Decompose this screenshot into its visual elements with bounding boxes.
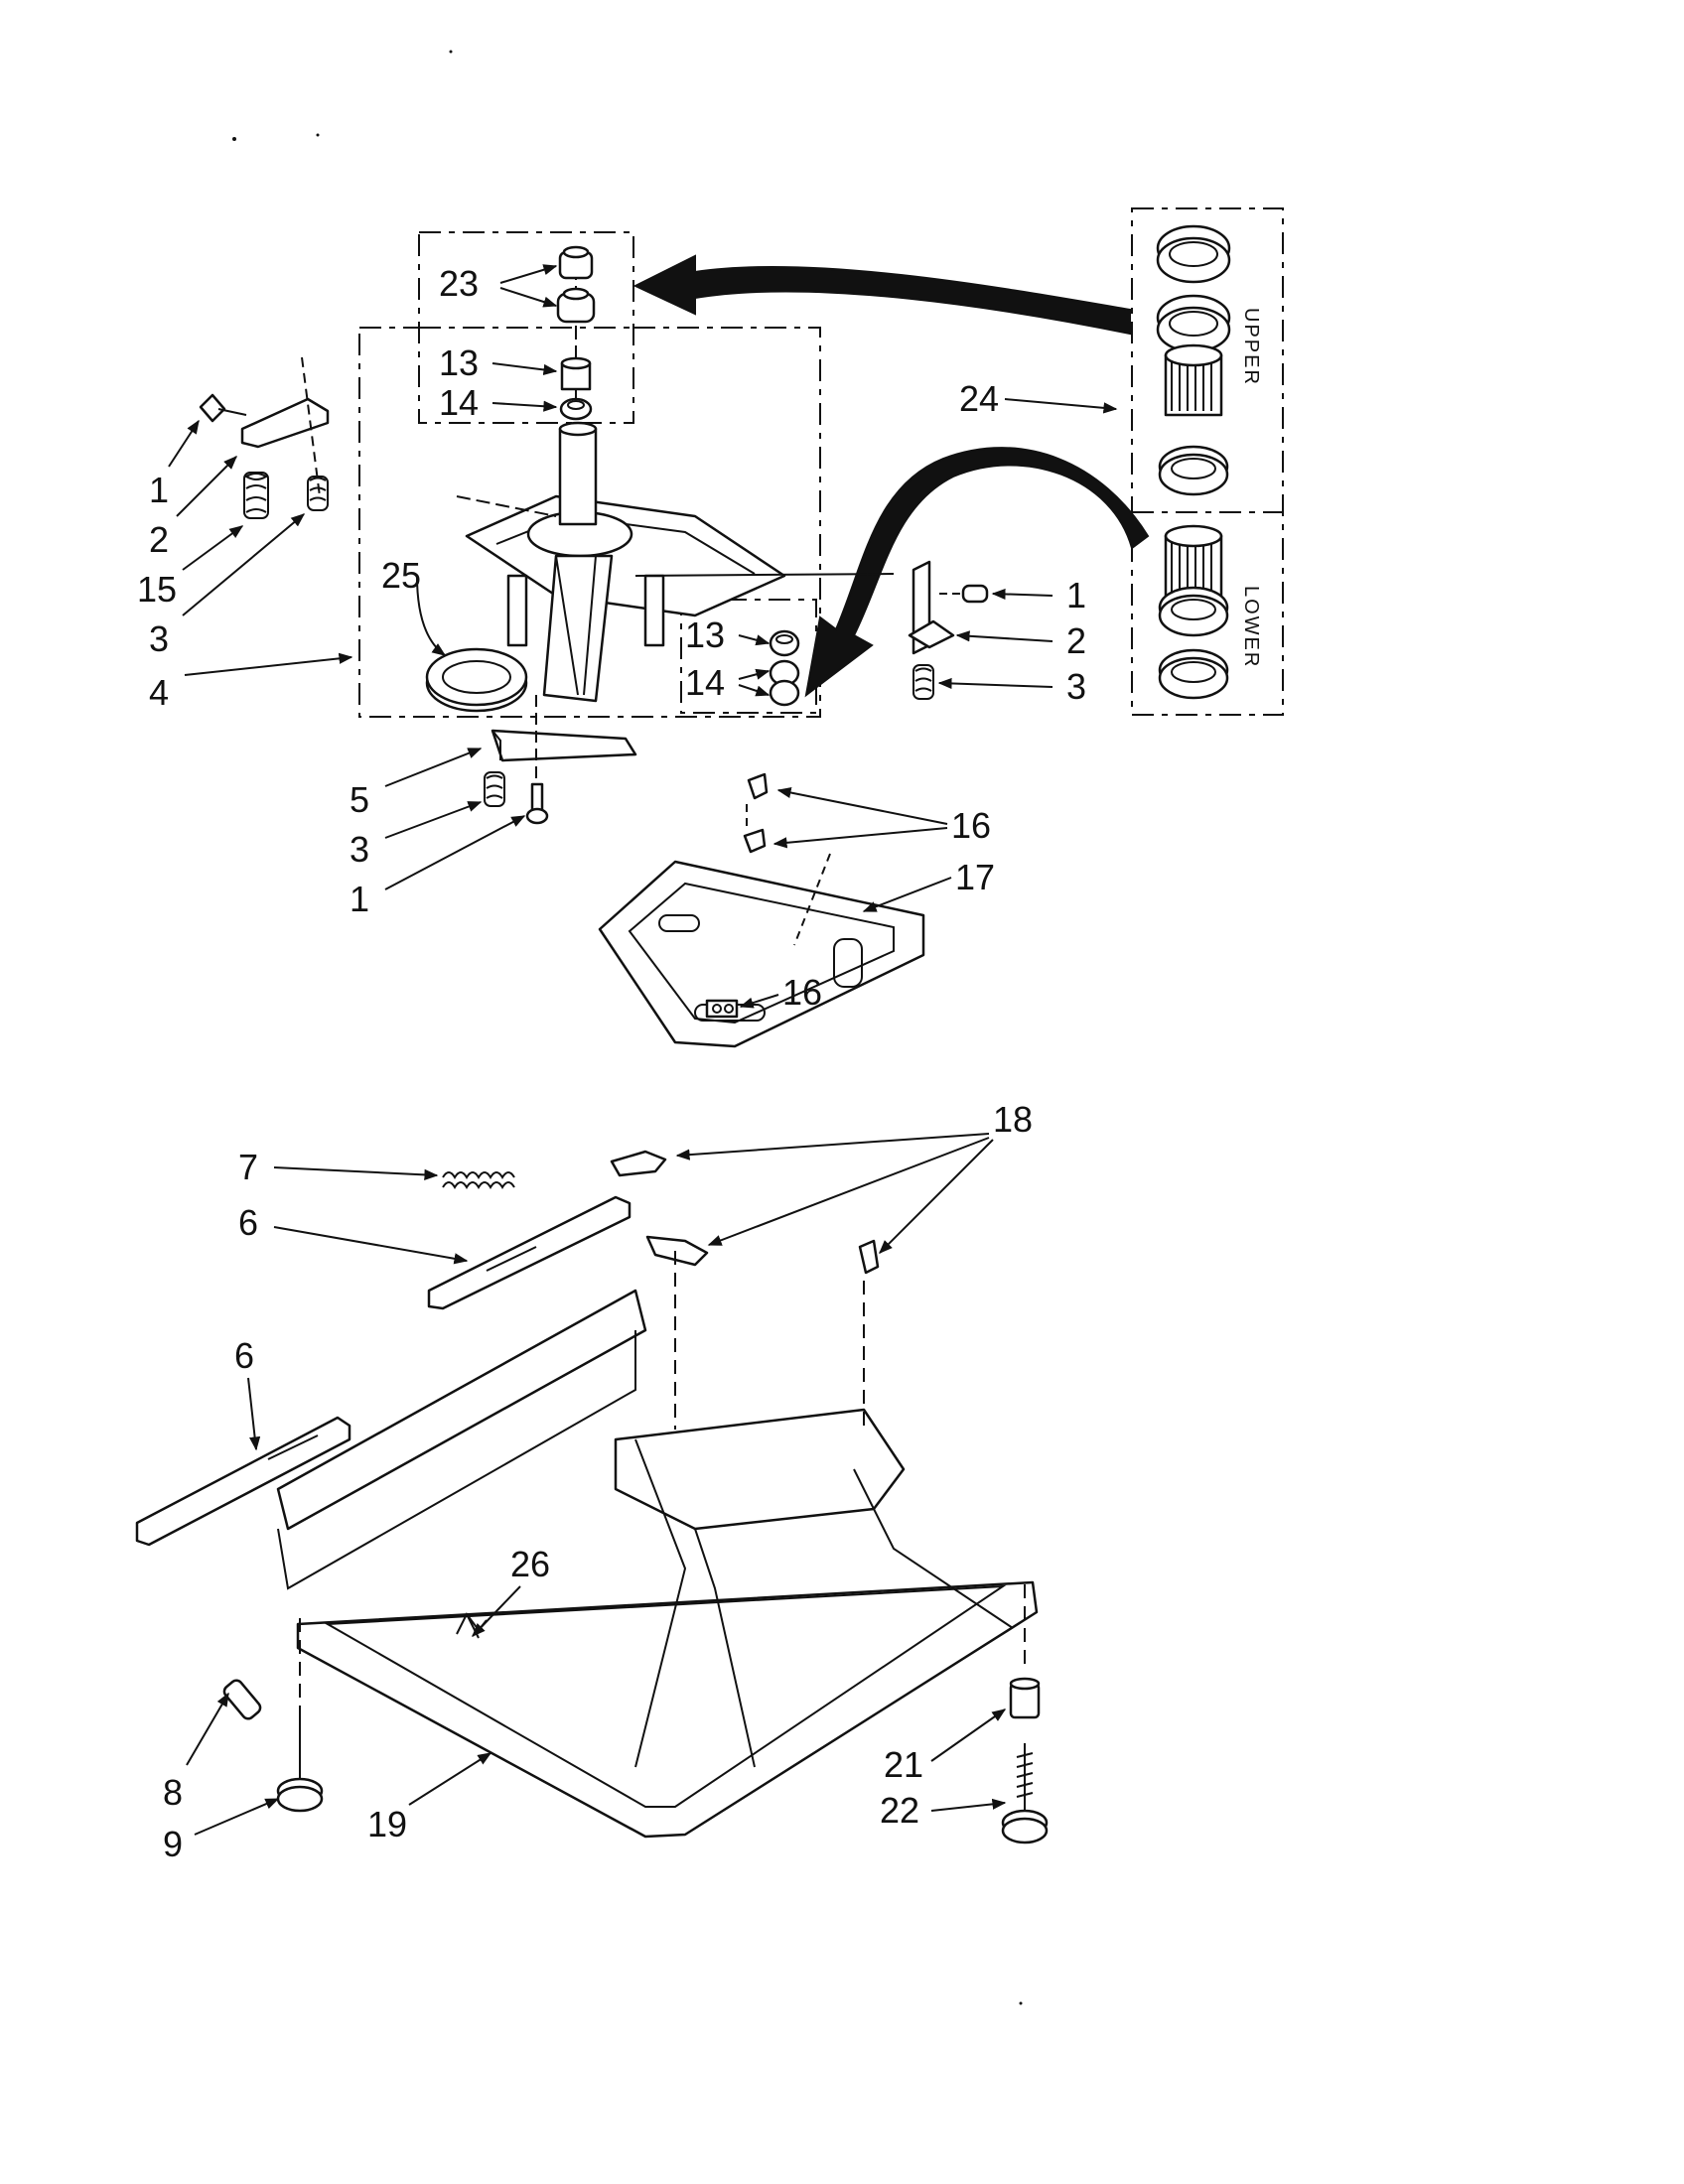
part-14-upper <box>559 397 593 421</box>
part-13-lower <box>769 629 800 657</box>
upper-bearing-ring <box>1158 445 1229 496</box>
part-6-bracket-upper <box>427 1195 632 1310</box>
part-9-foot <box>276 1707 324 1813</box>
label-14-lower: 14 <box>685 662 725 703</box>
label-16-lower: 16 <box>782 972 822 1013</box>
label-2-right: 2 <box>1066 620 1086 661</box>
label-21: 21 <box>884 1744 923 1785</box>
leader-lines <box>168 264 1118 1836</box>
part-23-top <box>558 245 594 280</box>
part-25-ring <box>425 647 528 713</box>
part-13-upper <box>560 356 592 391</box>
label-13-upper: 13 <box>439 342 479 383</box>
label-23: 23 <box>439 263 479 304</box>
label-8: 8 <box>163 1772 183 1813</box>
kit-arrow-lower <box>804 447 1150 698</box>
kit-arrow-upper <box>632 254 1131 336</box>
label-3-left: 3 <box>149 618 169 659</box>
label-1-lower: 1 <box>350 879 369 919</box>
snubber-parts-lower <box>769 629 800 707</box>
assembly-box-4 <box>358 231 821 718</box>
part-7-spring <box>442 1171 515 1189</box>
lower-bracket-cluster <box>484 695 637 825</box>
label-1-right: 1 <box>1066 575 1086 615</box>
label-17: 17 <box>955 857 995 897</box>
part-14-lower <box>769 659 800 707</box>
label-9: 9 <box>163 1824 183 1864</box>
label-25: 25 <box>381 555 421 596</box>
label-2-left: 2 <box>149 519 169 560</box>
label-16-upper: 16 <box>951 805 991 846</box>
label-13-lower: 13 <box>685 614 725 655</box>
part-16-clips <box>743 772 769 854</box>
left-bracket-cluster <box>199 356 330 519</box>
part-21-spacer <box>1009 1677 1041 1719</box>
label-5: 5 <box>350 779 369 820</box>
part-6-bracket-lower <box>135 1416 351 1547</box>
callout-labels: 23 13 14 1 2 15 3 4 25 13 14 1 2 3 24 5 … <box>137 263 1086 1864</box>
label-14-upper: 14 <box>439 382 479 423</box>
part-18-clips <box>610 1150 880 1275</box>
label-3-lower: 3 <box>350 829 369 870</box>
part-19-base <box>276 1251 1039 1839</box>
label-15: 15 <box>137 569 177 610</box>
kit-upper-label: UPPER <box>1240 308 1262 386</box>
part-8-pin <box>222 1679 262 1720</box>
kit-lower-label: LOWER <box>1240 586 1262 668</box>
label-18: 18 <box>993 1099 1033 1140</box>
part-23-bottom <box>556 287 596 324</box>
upper-splined-bearing <box>1164 343 1223 417</box>
right-bracket-cluster <box>908 560 989 700</box>
label-3-right: 3 <box>1066 666 1086 707</box>
label-24: 24 <box>959 378 999 419</box>
lower-splined-bearing <box>1164 524 1223 598</box>
label-7: 7 <box>238 1147 258 1187</box>
upper-seal-ring-1 <box>1156 224 1231 284</box>
lower-bearing-ring-1 <box>1158 586 1229 637</box>
label-22: 22 <box>880 1790 919 1831</box>
snubber-parts-upper <box>556 245 596 437</box>
upper-seal-ring-2 <box>1156 294 1231 353</box>
label-1-left: 1 <box>149 470 169 510</box>
spider-hub-assembly <box>456 421 895 703</box>
label-4: 4 <box>149 672 169 713</box>
part-17-frame <box>598 804 925 1048</box>
label-19: 19 <box>367 1804 407 1844</box>
part-22-leveling-foot <box>1001 1743 1049 1844</box>
label-6-lower: 6 <box>234 1335 254 1376</box>
lower-bearing-ring-2 <box>1158 648 1229 700</box>
label-26: 26 <box>510 1544 550 1584</box>
kit-box-24: UPPER LOWER <box>1131 207 1284 716</box>
label-6-upper: 6 <box>238 1202 258 1243</box>
